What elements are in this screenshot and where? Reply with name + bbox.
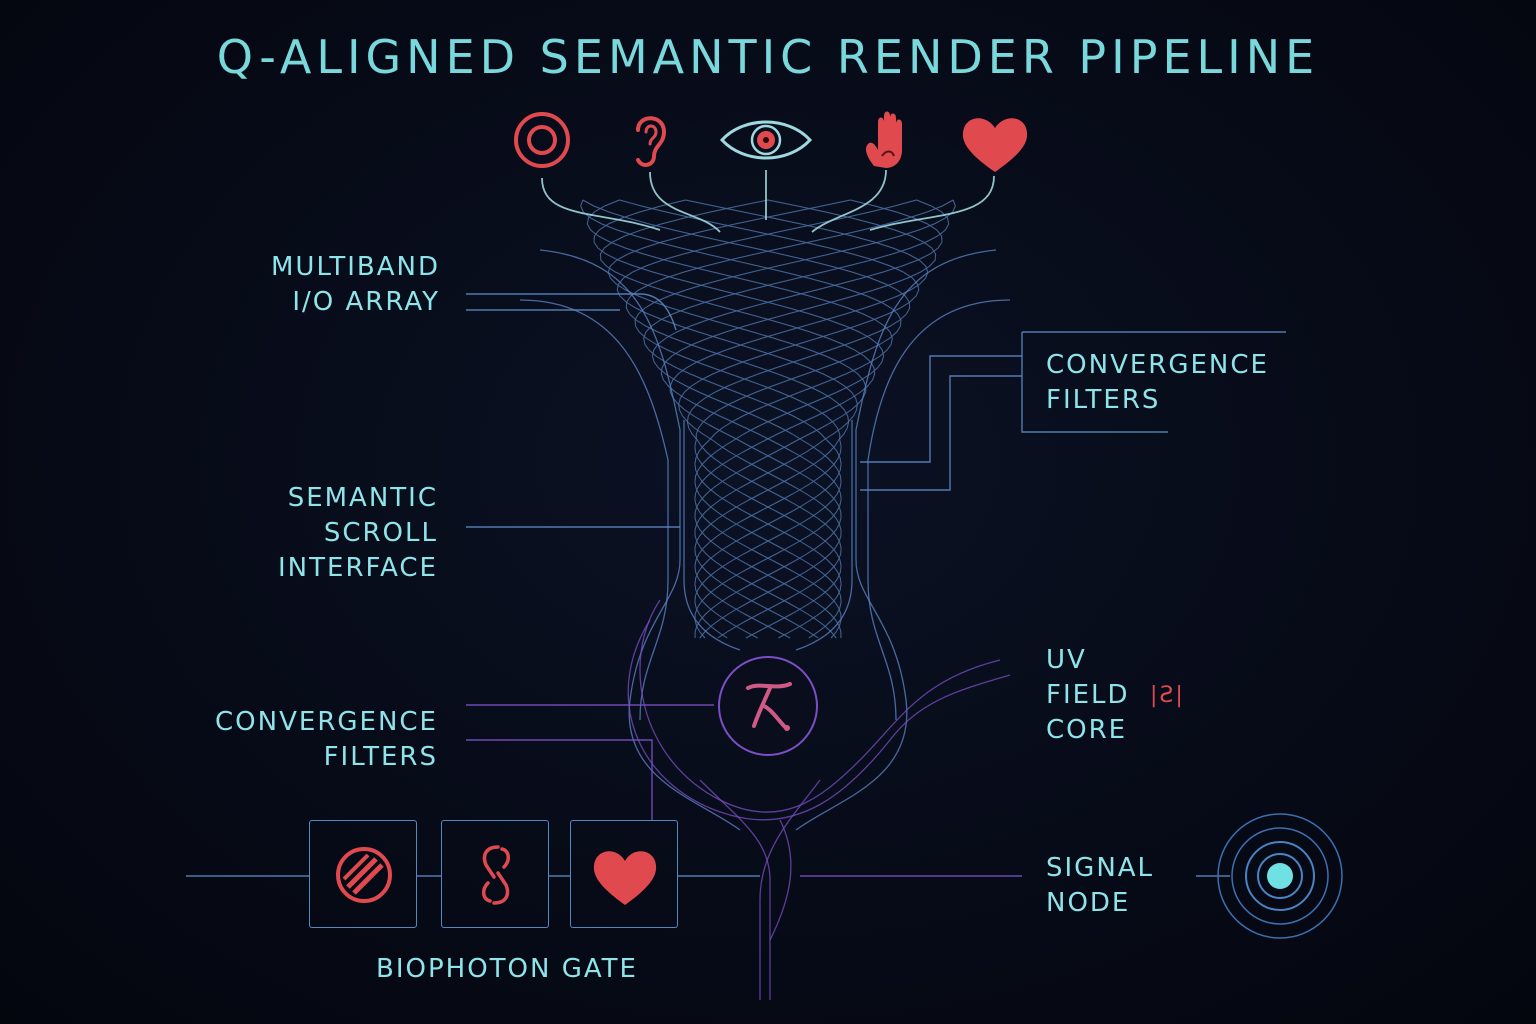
mesh-strand	[593, 199, 885, 639]
gate-box-striped-circle	[309, 820, 417, 928]
funnel-envelope	[519, 299, 669, 721]
sense-connector	[811, 169, 887, 233]
sense-connector	[649, 171, 721, 233]
mesh-strand	[580, 199, 902, 639]
uv-field-core-label: UV FIELD CORE	[1046, 645, 1130, 745]
leader-line	[466, 739, 653, 820]
signal-node-icon	[1217, 813, 1343, 939]
funnel-envelope	[795, 420, 853, 651]
flow-line	[759, 779, 821, 1000]
ear-icon	[636, 116, 667, 167]
leader-line	[1021, 332, 1168, 433]
convergence-filters-left-label: CONVERGENCE FILTERS	[215, 707, 438, 772]
mesh-strand	[616, 199, 917, 639]
gate-box-chain-link	[441, 820, 549, 928]
multiband-io-label: MULTIBAND I/O ARRAY	[270, 252, 440, 317]
chain-link-icon	[482, 845, 510, 905]
mesh-strand	[586, 199, 893, 639]
eye-icon	[719, 120, 813, 160]
striped-circle-icon	[336, 847, 392, 903]
uv-field-core-emblem	[718, 656, 818, 756]
hand-icon	[866, 111, 902, 168]
leader-line	[860, 375, 1022, 491]
flow-line	[699, 779, 771, 1000]
flow-line	[639, 599, 1001, 813]
heart-icon	[962, 118, 1028, 172]
uv-field-core-glyph: |Ƨ|	[1150, 683, 1185, 708]
convergence-filters-right-label: CONVERGENCE FILTERS	[1046, 350, 1269, 415]
mesh-strand	[619, 199, 920, 639]
semantic-scroll-label: SEMANTIC SCROLL INTERFACE	[278, 483, 438, 583]
gate-box-heart	[570, 820, 678, 928]
heart-icon	[593, 851, 657, 905]
mesh-strand	[619, 199, 920, 639]
mesh-strand	[651, 199, 943, 639]
woven-mesh	[580, 199, 956, 639]
mesh-strand	[625, 199, 954, 639]
leader-line	[466, 293, 677, 331]
mesh-strand	[599, 199, 876, 639]
mesh-strand	[643, 199, 950, 639]
target-icon	[514, 112, 570, 168]
signal-node-label: SIGNAL NODE	[1046, 853, 1155, 918]
page-title: Q-ALIGNED SEMANTIC RENDER PIPELINE	[216, 30, 1320, 84]
mesh-strand	[634, 199, 956, 639]
funnel-envelope	[683, 420, 741, 651]
leader-line	[860, 355, 1022, 463]
mesh-strand	[582, 199, 911, 639]
sense-connector	[869, 175, 995, 231]
flow-line	[769, 819, 792, 941]
mesh-strand	[616, 199, 917, 639]
funnel-envelope	[867, 299, 1011, 721]
mesh-strand	[660, 199, 937, 639]
sense-connector	[541, 177, 661, 231]
biophoton-gate-label: BIOPHOTON GATE	[376, 954, 638, 984]
